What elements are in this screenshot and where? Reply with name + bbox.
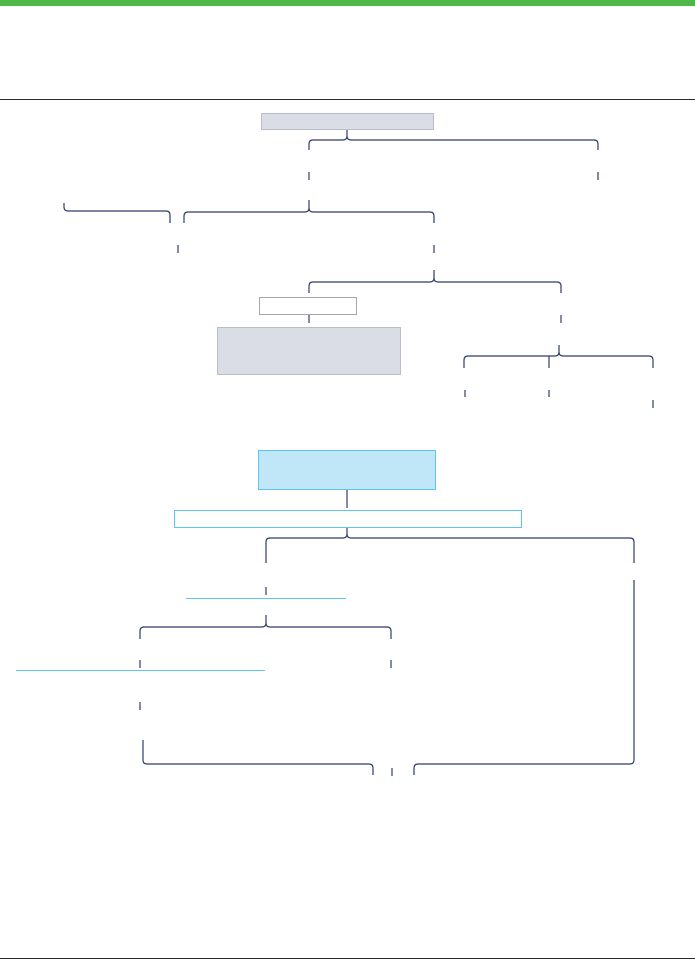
connector-arrow [183,200,310,223]
outline-node-box [259,297,357,315]
accent-bar [0,0,695,6]
start-node-box [258,450,436,490]
underline-node [186,598,346,599]
connector-arrow [139,615,267,639]
result-node-box [217,327,401,375]
header-rule [0,99,695,100]
footer-rule [0,958,695,959]
connector-arrow [63,203,171,223]
connector-arrow [142,740,374,775]
connector-arrow [433,277,562,293]
root-node-box [261,113,434,130]
connector-arrow [346,533,635,563]
connector-arrow [346,135,599,150]
connector-group [63,130,654,776]
connector-arrow [558,351,654,368]
connector-arrow [265,622,392,639]
wide-node-box [174,510,522,528]
connector-arrow [413,580,635,775]
connector-arrow [463,345,560,368]
underline-node [16,670,265,671]
connector-arrow [308,130,348,150]
connector-arrow [308,207,435,223]
connector-arrow [308,270,435,293]
connector-arrow [265,528,348,563]
